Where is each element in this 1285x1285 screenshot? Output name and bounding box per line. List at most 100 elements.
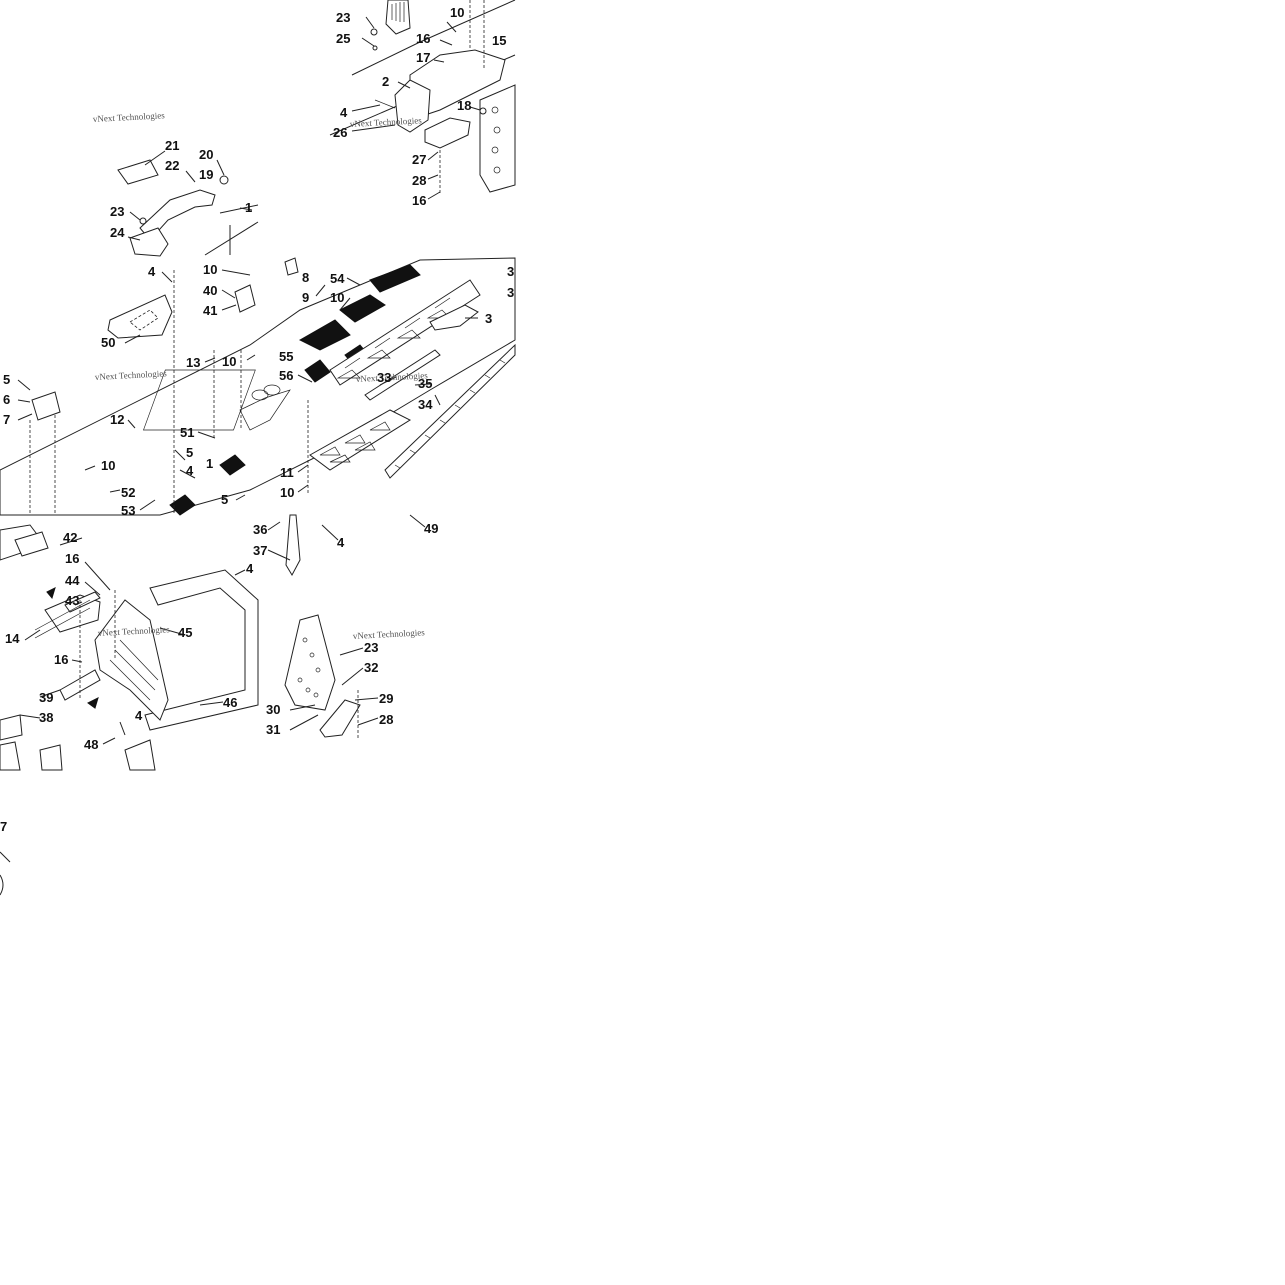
callout: 3 [485,311,492,326]
callout-labels: 23 25 10 16 15 17 2 18 4 26 27 28 16 21 … [0,5,514,834]
callout: 2 [382,74,389,89]
callout: 46 [223,695,237,710]
callout: 23 [110,204,124,219]
callout: 31 [266,722,280,737]
callout: 14 [5,631,20,646]
callout: 17 [416,50,430,65]
callout: 54 [330,271,345,286]
panel-fragment-left [0,851,11,896]
footrest-plate [284,614,336,711]
callout: 1 [206,456,213,471]
callout: 42 [63,530,77,545]
callout: 38 [39,710,53,725]
callout: 5 [186,445,193,460]
mud-flap-bracket [385,0,411,35]
panel-grab-handle [117,150,259,257]
decal-lettering [298,264,421,351]
svg-text:vNext Technologies: vNext Technologies [95,368,168,382]
callout: 3 [507,264,514,279]
rear-bracket [394,79,431,133]
callout: 48 [84,737,98,752]
callout: 25 [336,31,350,46]
callout: 13 [186,355,200,370]
callout: 10 [222,354,236,369]
callout: 56 [279,368,293,383]
callout: 4 [340,105,348,120]
bracket-3 [429,304,479,331]
panel-rear-tunnel [329,0,516,200]
callout: 43 [65,593,79,608]
callout: 3 [507,285,514,300]
callout: 28 [412,173,426,188]
callout: 10 [203,262,217,277]
callout: 7 [3,412,10,427]
hitch-plate [424,117,471,149]
callout: 7 [0,819,7,834]
panel-tunnel-body [0,257,516,516]
callout: 11 [280,465,294,480]
callout: 5 [3,372,10,387]
callout: 4 [186,463,194,478]
callout: 10 [101,458,115,473]
callout: 1 [245,200,252,215]
callout: 18 [457,98,471,113]
svg-text:vNext Technologies: vNext Technologies [356,370,429,384]
callout: 23 [364,640,378,655]
callout: 19 [199,167,213,182]
callout: 41 [203,303,217,318]
bracket-42 [14,531,49,557]
callout: 28 [379,712,393,727]
callout: 12 [110,412,124,427]
callout: 10 [280,485,294,500]
callout: 51 [180,425,194,440]
callout: 8 [302,270,309,285]
callout: 44 [65,573,80,588]
callout: 30 [266,702,280,717]
callout: 4 [337,535,345,550]
callout: 50 [101,335,115,350]
handle-cap [117,159,159,185]
callout: 49 [424,521,438,536]
callout: 26 [333,125,347,140]
callout: 9 [302,290,309,305]
callout: 27 [412,152,426,167]
long-brace-34 [384,343,516,479]
callout: 4 [135,708,143,723]
toe-hold-29 [319,699,361,738]
lower-left-parts [0,714,23,771]
strap-36 [285,514,301,577]
callout: 37 [253,543,267,558]
callout: 55 [279,349,293,364]
callout: 10 [330,290,344,305]
callout: 52 [121,485,135,500]
callout: 33 [377,370,391,385]
callout: 39 [39,690,53,705]
callout: 6 [3,392,10,407]
callout: 4 [148,264,156,279]
callout: 5 [221,492,228,507]
brace-bar [364,349,441,401]
callout: 32 [364,660,378,675]
callout: 16 [412,193,426,208]
svg-text:vNext Technologies: vNext Technologies [350,115,423,129]
callout: 20 [199,147,213,162]
bracket-41 [234,284,256,313]
callout: 40 [203,283,217,298]
callout: 10 [450,5,464,20]
callout: 24 [110,225,125,240]
side-rail-end [479,84,516,193]
svg-text:vNext Technologies: vNext Technologies [98,624,171,638]
callout: 34 [418,397,433,412]
panel-rear-bumper [0,514,426,771]
callout: 16 [416,31,430,46]
callout: 16 [65,551,79,566]
callout: 29 [379,691,393,706]
snow-flap [94,599,169,721]
plate-44 [64,591,101,613]
callout: 45 [178,625,192,640]
clip-8 [284,257,299,276]
seat-cushion-50 [107,294,173,339]
callout: 15 [492,33,506,48]
callout: 16 [54,652,68,667]
